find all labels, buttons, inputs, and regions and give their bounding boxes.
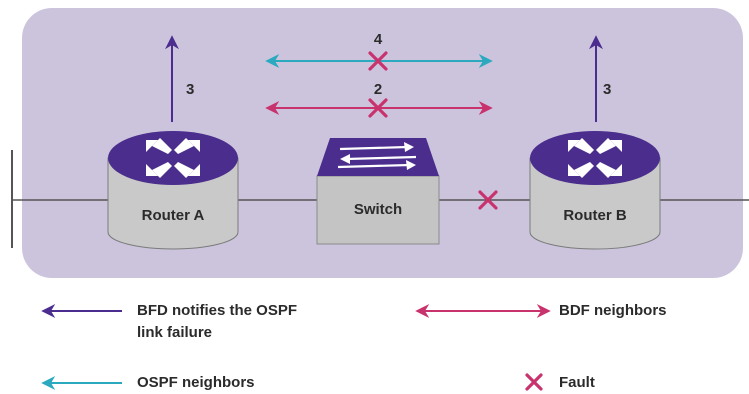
switch-arrows-icon (337, 145, 417, 169)
legend-ospf-neighbors-label: OSPF neighbors (137, 374, 255, 391)
legend-fault-icon (525, 373, 543, 391)
router-b-label: Router B (563, 207, 627, 224)
router-a-step-number: 3 (186, 81, 194, 98)
legend-bdf-neighbors-label: BDF neighbors (559, 302, 667, 319)
link-fault-icon (478, 190, 498, 210)
switch-label: Switch (354, 201, 402, 218)
switch: Switch (316, 138, 440, 245)
router-a-label: Router A (142, 207, 205, 224)
legend-fault-label: Fault (559, 374, 595, 391)
ospf-fault-icon (368, 51, 388, 71)
router-b: Router B (529, 131, 661, 250)
bfd-step-number: 2 (374, 81, 382, 98)
router-a: Router A (107, 131, 239, 250)
legend-bfd-notify-label: BFD notifies the OSPF link failure (137, 302, 298, 341)
router-a-arrows-icon (146, 138, 200, 178)
router-b-step-number: 3 (603, 81, 611, 98)
ospf-step-number: 4 (374, 31, 383, 48)
bfd-fault-icon (368, 98, 388, 118)
router-b-arrows-icon (568, 138, 622, 178)
